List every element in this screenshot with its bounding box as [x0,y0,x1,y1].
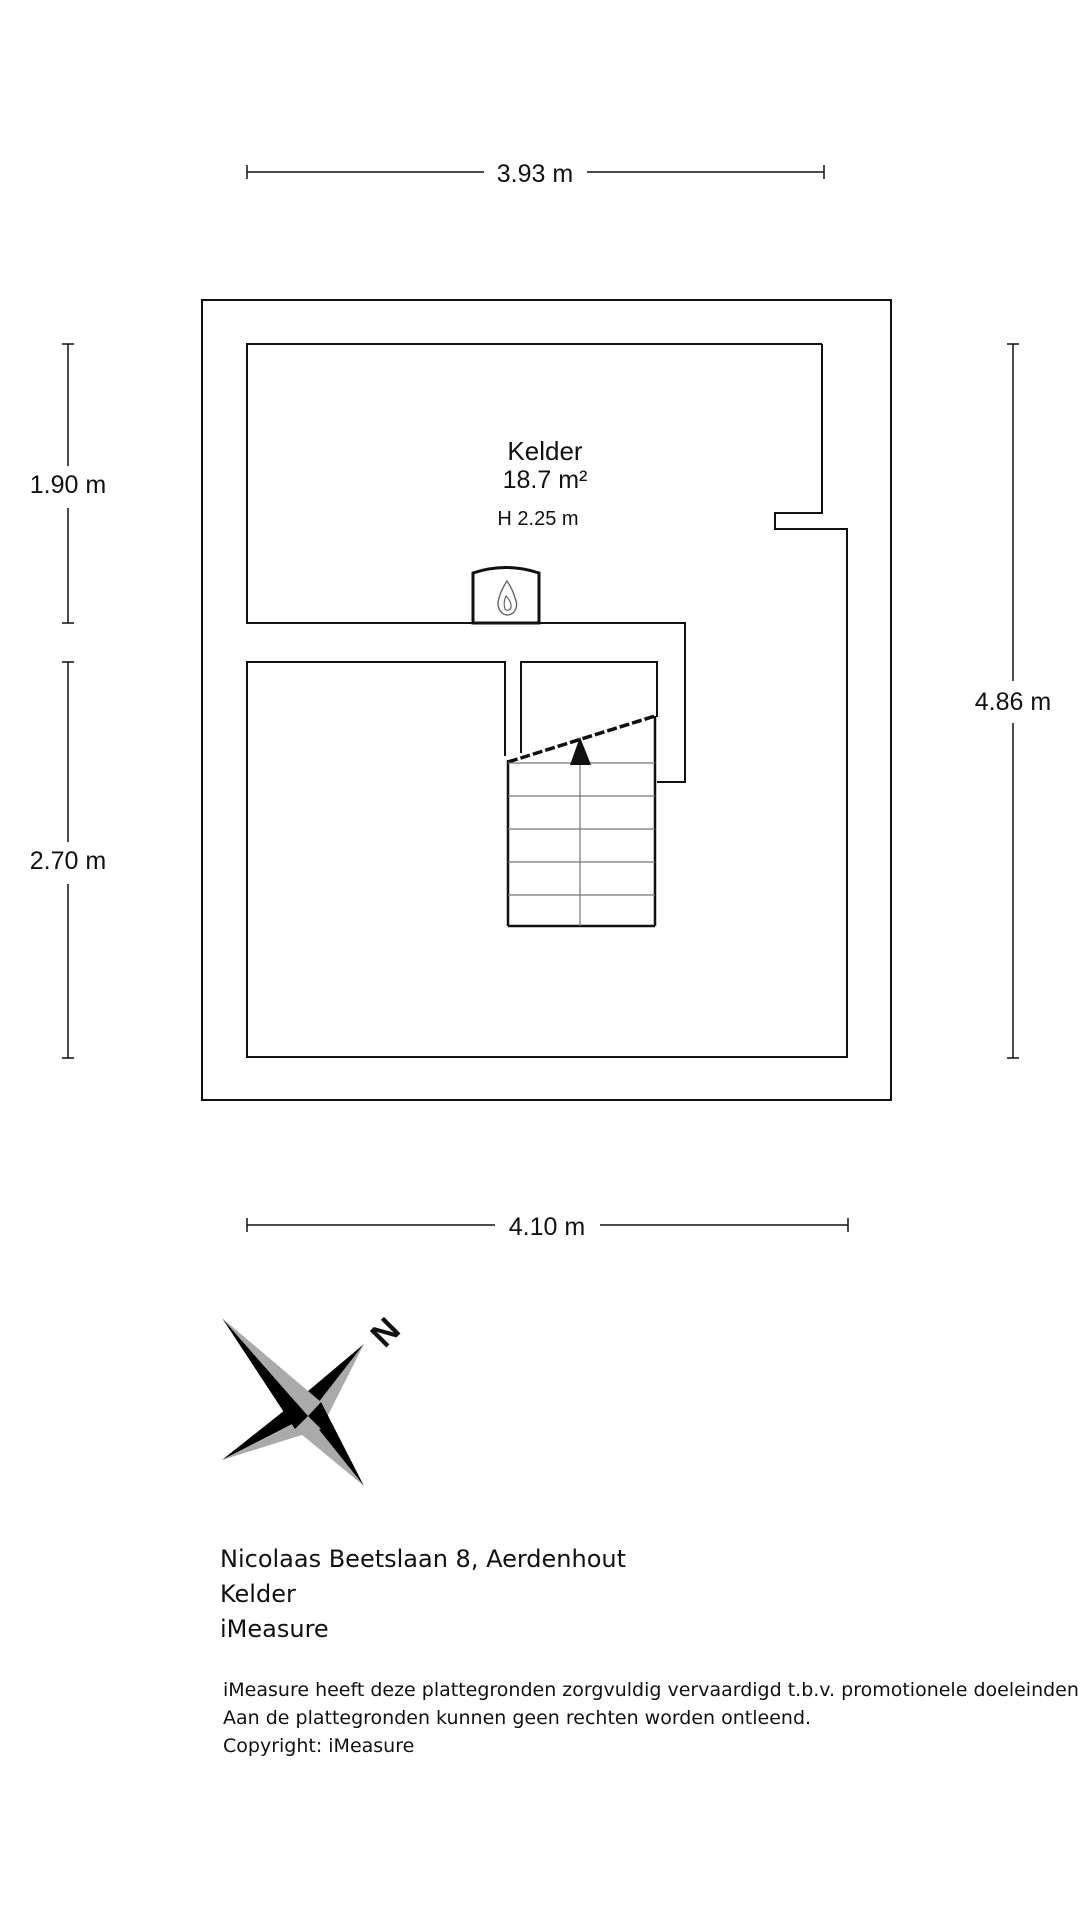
copyright-line: Copyright: iMeasure [223,1735,415,1757]
dimension-left-upper [62,343,74,624]
dimension-bottom-label: 4.10 m [509,1213,585,1241]
dimension-right [1007,343,1019,1059]
dimension-bottom [246,1218,849,1232]
dimension-left-lower [62,661,74,1059]
dimension-left-upper-label: 1.90 m [30,471,106,499]
compass-north-label: N [364,1311,408,1355]
stair-direction-arrow [570,737,591,765]
dimension-left-lower-label: 2.70 m [30,847,106,875]
disclaimer-line: Aan de plattegronden kunnen geen rechten… [223,1707,812,1729]
stair-wall [520,661,658,753]
staircase [506,714,657,928]
address-text: Nicolaas Beetslaan 8, Aerdenhout [220,1545,627,1573]
address-block: Nicolaas Beetslaan 8, Aerdenhout Kelder … [220,1542,626,1647]
compass-icon [222,1318,364,1486]
company-name: iMeasure [220,1615,329,1643]
inner-wall-right [246,344,848,1058]
disclaimer-block: iMeasure heeft deze plattegronden zorgvu… [223,1676,1080,1760]
inner-wall [246,343,822,783]
disclaimer-line: iMeasure heeft deze plattegronden zorgvu… [223,1679,1080,1701]
floor-name: Kelder [220,1580,296,1608]
boiler-icon [471,566,541,625]
dimension-top-label: 3.93 m [497,160,573,188]
dimension-top [246,165,825,179]
outer-wall [201,299,892,1101]
dimension-right-label: 4.86 m [975,688,1051,716]
room-area: 18.7 m² [503,466,588,494]
room-height: H 2.25 m [497,508,578,530]
room-name: Kelder [507,436,582,466]
